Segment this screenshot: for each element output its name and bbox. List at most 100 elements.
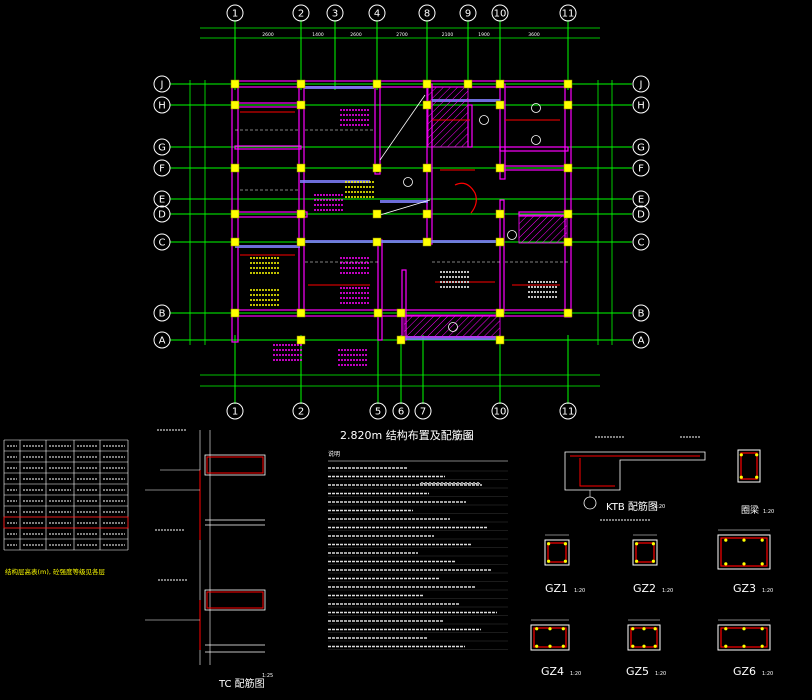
axis-bubble-top-2-label: 2 [298, 9, 304, 20]
gz-right-title: 圈梁 [741, 504, 759, 516]
beam-segment [304, 86, 374, 89]
axis-bubble-right-B-label: B [638, 309, 645, 320]
gz3-bar [724, 538, 728, 542]
structural-column [230, 237, 240, 247]
axis-bubble-left-B [153, 304, 171, 322]
axis-bubble-right-J-label: J [639, 80, 643, 91]
axis-bubble-right-C-label: C [638, 238, 645, 249]
beam-segment [304, 240, 499, 243]
tc-rebar-detail [145, 429, 266, 665]
axis-bubble-top-8-label: 8 [424, 9, 430, 20]
gz2-stirrup [635, 542, 655, 563]
axis-bubble-right-D [632, 205, 650, 223]
gz1-bar [547, 542, 551, 546]
axis-bubble-left-A [153, 331, 171, 349]
axis-bubble-left-E [153, 190, 171, 208]
axis-bubble-right-B [632, 304, 650, 322]
gz3-outline [717, 534, 771, 570]
tc-rebar [206, 591, 264, 609]
ring-beam-bar [755, 475, 759, 479]
structural-column [230, 79, 240, 89]
axis-bubble-top-11-label: 11 [562, 9, 575, 20]
structural-column [563, 163, 573, 173]
ktb-title: KTB 配筋图 [606, 500, 658, 513]
gz5-stirrup [630, 627, 658, 648]
structural-column [230, 209, 240, 219]
gz6-bar [760, 644, 764, 648]
note-squiggle [419, 482, 481, 485]
axis-bubble-bottom-2 [292, 402, 310, 420]
axis-bubble-left-B-label: B [159, 309, 166, 320]
structural-column [495, 163, 505, 173]
slab-number-marker [531, 135, 541, 145]
top-dim-text: 2600 [262, 32, 274, 38]
axis-bubble-left-F [153, 159, 171, 177]
tc-scale: 1:25 [262, 673, 273, 679]
axis-bubble-right-F [632, 159, 650, 177]
top-dim-text: 2600 [350, 32, 362, 38]
axis-bubble-bottom-11 [559, 402, 577, 420]
beam-segment [300, 180, 370, 183]
gz4-bar [535, 627, 539, 631]
axis-bubble-left-C-label: C [159, 238, 166, 249]
structural-column [495, 237, 505, 247]
top-dim-text: 2100 [442, 32, 454, 38]
ktb-rebar-detail [564, 436, 706, 521]
table-highlight-row [3, 516, 129, 529]
axis-bubble-bottom-1 [226, 402, 244, 420]
gz5-bar [631, 627, 635, 631]
beam-segment [380, 200, 428, 203]
axis-bubble-right-J [632, 75, 650, 93]
top-dim-text: 1400 [312, 32, 324, 38]
gz-scale-gz3: 1:20 [762, 588, 773, 594]
axis-bubble-top-10 [491, 4, 509, 22]
axis-bubble-bottom-5-label: 5 [375, 407, 381, 418]
axis-bubble-bottom-7-label: 7 [420, 407, 426, 418]
top-dim-text: 2700 [396, 32, 408, 38]
gz1-bar [563, 542, 568, 546]
gz-scale-gz2: 1:20 [662, 588, 673, 594]
axis-bubble-right-F-label: F [638, 164, 644, 175]
structural-column [372, 79, 382, 89]
notes-header: 说明 [328, 450, 340, 458]
axis-bubble-bottom-10 [491, 402, 509, 420]
top-dim-text: 3600 [528, 32, 540, 38]
axis-bubble-right-A-label: A [638, 336, 645, 347]
gz5-bar [642, 644, 646, 648]
wall-segment [499, 146, 569, 152]
structural-column [422, 209, 432, 219]
axis-bubble-bottom-5 [369, 402, 387, 420]
wall-segment [467, 104, 473, 148]
gz6-bar [724, 644, 728, 648]
axis-bubble-top-4-label: 4 [374, 9, 380, 20]
gz2-bar [635, 542, 639, 546]
structural-column [296, 79, 306, 89]
axis-bubble-right-H [632, 96, 650, 114]
structural-column [396, 308, 406, 318]
gz4-bar [561, 644, 565, 648]
gz-label-gz3: GZ3 [733, 582, 756, 595]
axis-bubble-top-1-label: 1 [232, 9, 238, 20]
main-title: 2.820m 结构布置及配筋图 [340, 428, 474, 442]
gz5-bar [653, 644, 657, 648]
axis-bubble-right-C [632, 233, 650, 251]
axis-bubble-bottom-2-label: 2 [298, 407, 304, 418]
stair-diagonal [379, 199, 431, 216]
gz1-outline [544, 539, 570, 566]
wall-segment [377, 239, 383, 341]
structural-column [563, 308, 573, 318]
structural-column [422, 79, 432, 89]
axis-bubble-top-10-label: 10 [494, 9, 507, 20]
axis-bubble-top-9-label: 9 [465, 9, 471, 20]
axis-bubble-right-A [632, 331, 650, 349]
gz3-stirrup [720, 537, 768, 567]
slab-number-marker [448, 322, 458, 332]
table-caption: 结构层高表(m), 砼强度等级见各层 [5, 567, 106, 576]
axis-bubble-right-G [632, 138, 650, 156]
hatched-slab-zone [518, 214, 568, 244]
ktb-rebar [570, 455, 700, 487]
axis-bubble-left-J-label: J [160, 80, 164, 91]
structural-column [296, 163, 306, 173]
